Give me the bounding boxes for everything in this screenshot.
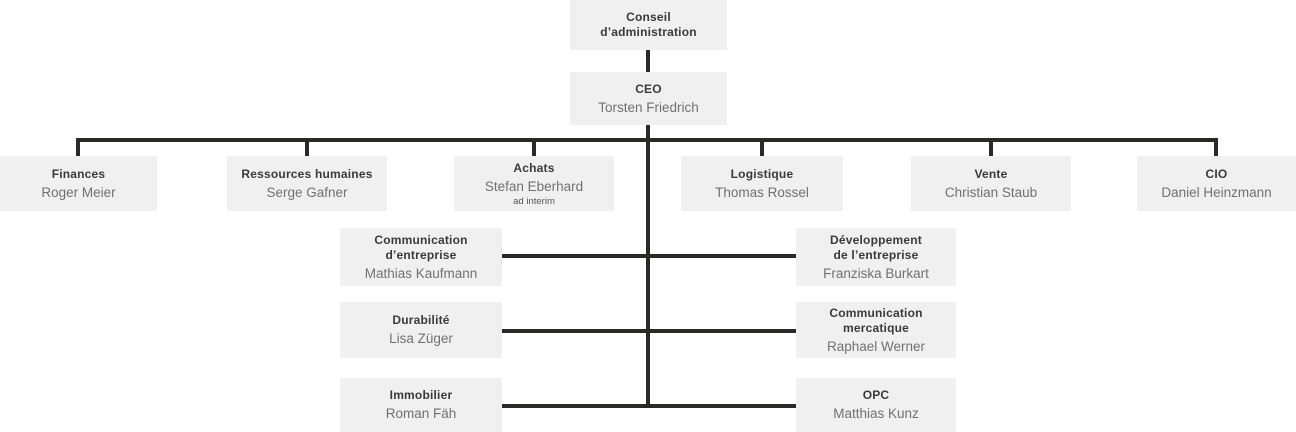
node-title: Conseil d’administration: [600, 10, 697, 39]
connector-stub-vente: [989, 140, 993, 156]
org-node-cio: CIO Daniel Heinzmann: [1137, 156, 1296, 211]
org-node-developpement-entreprise: Développement de l’entreprise Franziska …: [796, 228, 956, 286]
node-note-ad-interim: ad interim: [513, 195, 555, 207]
node-title: Développement de l’entreprise: [830, 232, 922, 262]
node-title: Achats: [513, 160, 555, 175]
node-title: Communication d’entreprise: [374, 232, 468, 262]
org-node-achats: Achats Stefan Eberhard ad interim: [454, 156, 614, 211]
node-title: Vente: [974, 166, 1008, 181]
node-person: Daniel Heinzmann: [1161, 184, 1272, 200]
connector-ceo-to-bus: [646, 125, 650, 140]
connector-row-durabilite-mercatique: [500, 329, 798, 333]
org-node-finances: Finances Roger Meier: [0, 156, 157, 211]
connector-stub-cio: [1214, 140, 1218, 156]
node-title: Ressources humaines: [241, 166, 373, 181]
org-node-vente: Vente Christian Staub: [911, 156, 1071, 211]
org-node-ceo: CEO Torsten Friedrich: [570, 72, 727, 125]
node-person: Torsten Friedrich: [598, 99, 699, 115]
node-title: CEO: [635, 81, 662, 96]
org-node-communication-entreprise: Communication d’entreprise Mathias Kaufm…: [340, 228, 502, 286]
org-node-ressources-humaines: Ressources humaines Serge Gafner: [227, 156, 387, 211]
org-node-durabilite: Durabilité Lisa Züger: [340, 302, 502, 358]
node-person: Thomas Rossel: [715, 184, 809, 200]
org-node-communication-mercatique: Communication mercatique Raphael Werner: [796, 302, 956, 358]
connector-row-immobilier-opc: [500, 404, 798, 408]
org-node-conseil-administration: Conseil d’administration: [570, 0, 727, 50]
node-title: Communication mercatique: [829, 305, 923, 335]
connector-stub-achats: [532, 140, 536, 156]
node-person: Stefan Eberhard: [484, 178, 584, 194]
connector-row-communication-developpement: [500, 254, 798, 258]
node-title: Finances: [51, 166, 106, 181]
node-person: Roman Fäh: [385, 406, 457, 421]
node-person: Roger Meier: [41, 184, 116, 200]
org-node-logistique: Logistique Thomas Rossel: [681, 156, 843, 211]
node-title: Durabilité: [392, 313, 450, 327]
connector-central-spine: [646, 140, 650, 408]
org-node-opc: OPC Matthias Kunz: [796, 378, 956, 432]
node-person: Mathias Kaufmann: [364, 265, 478, 281]
connector-stub-finances: [76, 140, 80, 156]
node-person: Raphael Werner: [826, 338, 926, 354]
node-person: Serge Gafner: [266, 184, 348, 200]
connector-stub-ressources-humaines: [305, 140, 309, 156]
connector-board-to-ceo: [646, 50, 650, 72]
org-node-immobilier: Immobilier Roman Fäh: [340, 378, 502, 432]
node-title: Logistique: [730, 166, 794, 181]
node-person: Christian Staub: [944, 184, 1038, 200]
node-person: Franziska Burkart: [823, 265, 929, 281]
connector-stub-logistique: [760, 140, 764, 156]
node-title: Immobilier: [389, 388, 453, 402]
node-person: Lisa Züger: [389, 331, 453, 346]
node-title: OPC: [862, 388, 890, 402]
node-person: Matthias Kunz: [833, 406, 919, 421]
node-title: CIO: [1205, 166, 1228, 181]
